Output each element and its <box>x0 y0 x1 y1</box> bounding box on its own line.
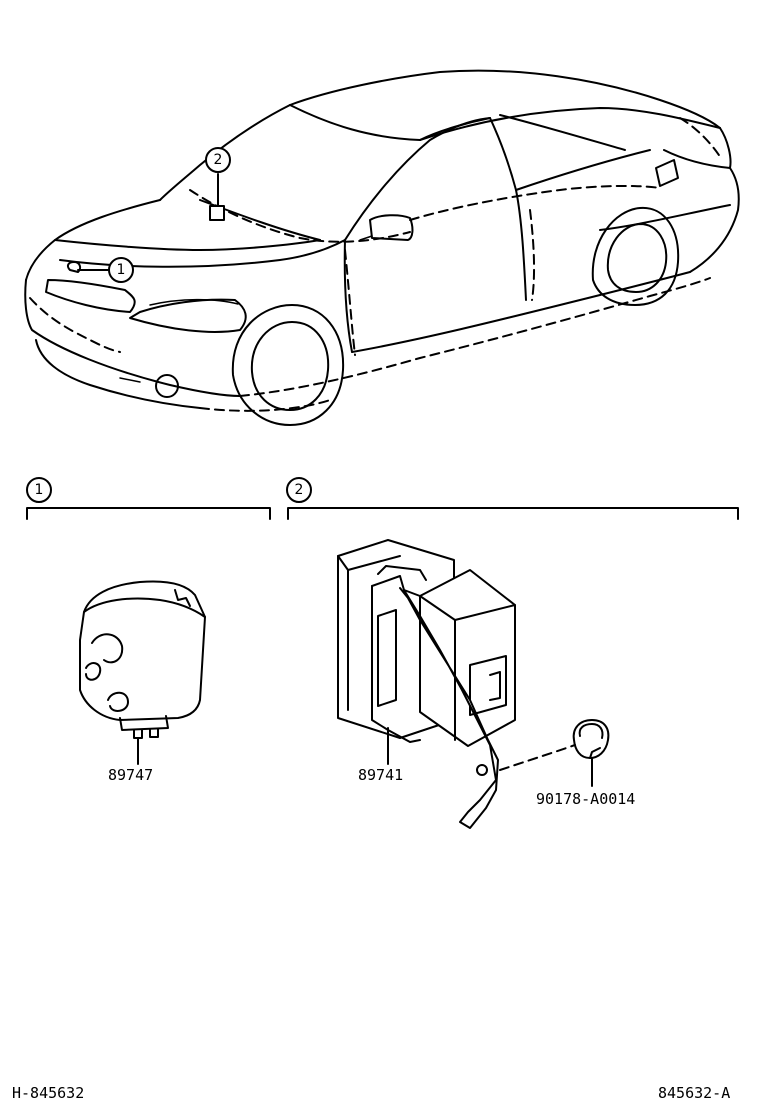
callout-leaders <box>77 173 219 271</box>
leader-dashed-clip <box>499 744 576 771</box>
callout-circle-1: 1 <box>108 257 134 283</box>
callout-number-2: 2 <box>214 152 223 168</box>
footer-right-code: 845632-A <box>658 1084 730 1102</box>
part-number-89747: 89747 <box>108 766 153 784</box>
part-number-89741: 89741 <box>358 766 403 784</box>
section-header-1: 1 <box>26 477 271 520</box>
sensor-part-89747 <box>79 580 206 739</box>
callout-circle-2: 2 <box>205 147 231 173</box>
part-number-90178-a0014: 90178-A0014 <box>536 790 635 808</box>
clip-part-90178 <box>572 719 610 759</box>
ecu-part-89741 <box>337 539 516 829</box>
callout-number-1: 1 <box>117 262 126 278</box>
section-header-2: 2 <box>286 477 739 520</box>
footer-left-code: H-845632 <box>12 1084 84 1102</box>
section-number-2: 2 <box>295 482 304 498</box>
section-number-1: 1 <box>35 482 44 498</box>
car-illustration <box>24 69 740 426</box>
